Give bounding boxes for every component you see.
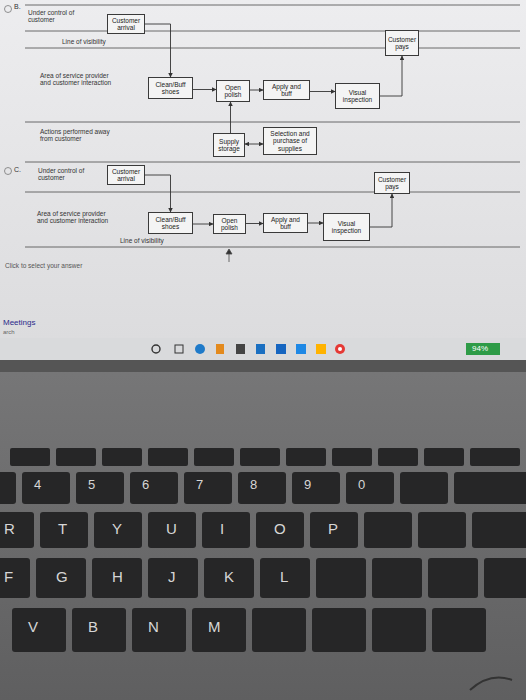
radio-button [5,168,12,175]
row-label: C. [14,166,21,174]
flow-arrow [145,175,171,212]
box-text: Clean/Buff shoes [151,216,190,231]
box-text: Visual inspection [338,89,377,104]
flow-arrow [246,223,263,224]
process-box: Apply and buff [263,80,310,100]
key-label: T [58,520,67,537]
box-text: Open polish [216,217,243,232]
key-label: 5 [88,478,95,493]
process-box: Open polish [213,214,246,234]
box-text: Visual inspection [326,220,367,235]
key-label: Y [112,520,122,537]
process-box: Selection and purchase of supplies [263,127,317,155]
flow-arrow [370,194,392,227]
row-label: Meetings [3,318,35,327]
key-label: 7 [196,478,203,493]
flow-arrow [230,102,231,133]
blueprint-lines [25,5,520,262]
box-text: Supply storage [216,138,242,153]
flow-arrow [380,56,402,96]
row-label: Area of service provider and customer in… [37,210,115,225]
key-label: K [224,568,234,585]
box-text: Customer arrival [110,168,142,183]
row-label: B. [14,3,21,11]
key-label: F [4,568,13,585]
box-text: Apply and buff [266,216,305,231]
box-text: Apply and buff [266,83,307,98]
flow-arrow [308,223,323,224]
key-label: 4 [34,478,41,493]
key-label: L [280,568,288,585]
flow-arrow [310,91,335,92]
box-text: Customer pays [388,36,416,51]
key-label: G [56,568,68,585]
process-box: Customer arrival [107,14,145,34]
key-label: P [328,520,338,537]
hinge [0,360,526,372]
key-label: N [148,618,159,635]
key-label: M [208,618,221,635]
process-box: Customer pays [385,30,419,56]
screen [0,0,526,340]
process-box: Visual inspection [323,213,370,241]
row-label: Area of service provider and customer in… [40,72,114,87]
key-label: U [166,520,177,537]
key-label: J [168,568,176,585]
box-text: Selection and purchase of supplies [266,130,314,152]
flow-arrow [145,24,171,77]
row-label: arch [3,329,15,336]
row-label: Under control of customer [38,167,96,182]
taskbar [0,338,526,360]
flow-arrow [193,89,216,90]
key-label: 0 [358,478,365,493]
row-label: Actions performed away from customer [40,128,118,143]
taskbar-icons [152,343,500,355]
row-label: Under control of customer [28,9,86,24]
box-text: Open polish [219,84,247,99]
row-label: 94% [472,344,488,353]
key-label: V [28,618,38,635]
process-box: Clean/Buff shoes [148,212,193,234]
key-label: H [112,568,123,585]
process-box: Supply storage [213,133,245,157]
flow-arrow [250,90,263,91]
key-label: I [220,520,224,537]
laptop-body [0,360,526,700]
flow-arrow [193,224,213,225]
box-text: Customer pays [377,176,407,191]
box-text: Customer arrival [110,17,142,32]
radio-button [5,6,12,13]
box-text: Clean/Buff shoes [151,81,190,96]
flow-arrow [245,144,263,145]
row-label: Click to select your answer [5,262,82,269]
process-box: Apply and buff [263,213,308,233]
row-label: Line of visibility [62,38,106,45]
keyboard-keys [0,448,526,652]
row-label: Line of visibility [120,237,164,244]
process-box: Customer arrival [107,165,145,185]
process-box: Customer pays [374,172,410,194]
process-box: Clean/Buff shoes [148,77,193,99]
key-label: O [274,520,286,537]
process-box: Open polish [216,80,250,102]
pen-scribble [470,678,512,690]
key-label: 6 [142,478,149,493]
key-label: 8 [250,478,257,493]
key-label: R [4,520,15,537]
key-label: B [88,618,98,635]
process-box: Visual inspection [335,83,380,109]
key-label: 9 [304,478,311,493]
